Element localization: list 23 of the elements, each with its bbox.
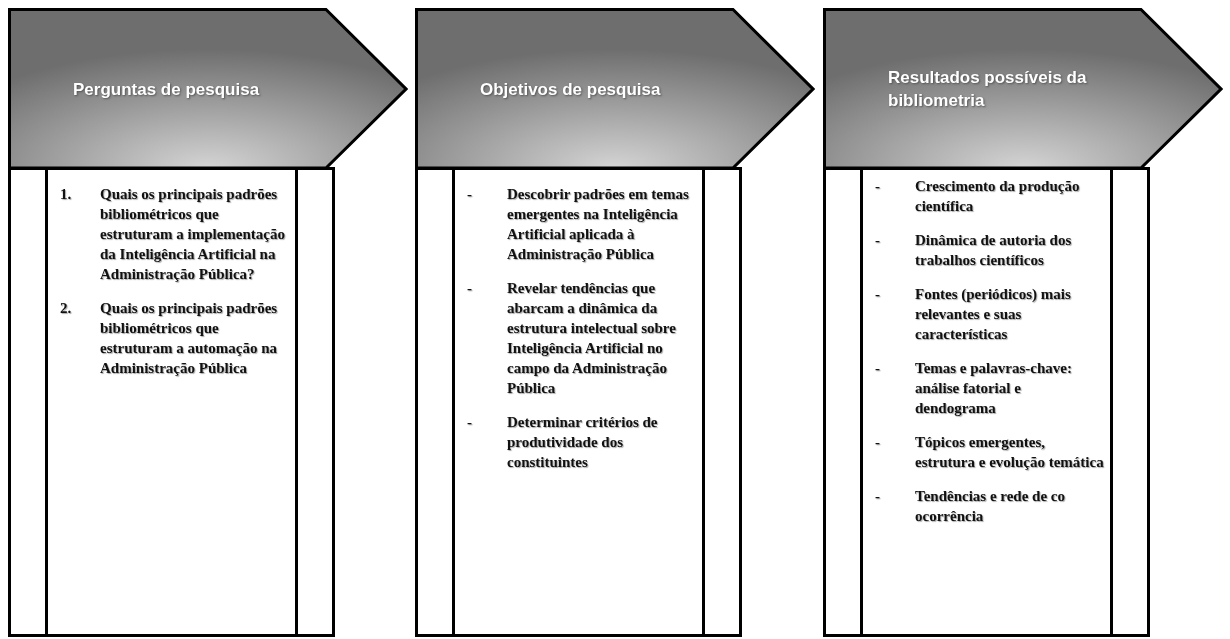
list-item: - Crescimento da produção científica bbox=[875, 177, 1081, 216]
table-cell bbox=[295, 167, 335, 637]
table-cell bbox=[823, 167, 863, 637]
table-cell bbox=[860, 167, 1113, 637]
header-title: Resultados possíveis da bibliometria bbox=[888, 67, 1088, 112]
list-item: - Determinar critérios de produtividade dos constituintes bbox=[467, 413, 659, 472]
list-item: - Revelar tendências que abarcam a dinâmica da estrutura intelectual sobre Inteligência Artificial no campo da Administração Pública bbox=[467, 279, 677, 398]
table-cell bbox=[702, 167, 742, 637]
header-title: Perguntas de pesquisa bbox=[73, 78, 261, 101]
list-item: - Tendências e rede de co ocorrência bbox=[875, 487, 1066, 526]
list-item: 2. Quais os principais padrões bibliométricos que estruturam a automação na Administração Pública bbox=[60, 299, 279, 378]
table-cell bbox=[415, 167, 455, 637]
list-item: - Dinâmica de autoria dos trabalhos científicos bbox=[875, 231, 1073, 270]
table-cell bbox=[1110, 167, 1150, 637]
header-title: Objetivos de pesquisa bbox=[480, 78, 662, 101]
table-cell bbox=[452, 167, 705, 637]
list-item: 1. Quais os principais padrões bibliométricos que estruturam a implementação da Inteligência Artificial na Administração Pública? bbox=[60, 185, 286, 284]
table-cell bbox=[45, 167, 298, 637]
list-item: - Descobrir padrões em temas emergentes na Inteligência Artificial aplicada à Administração Pública bbox=[467, 185, 690, 264]
list-item: - Fontes (periódicos) mais relevantes e suas características bbox=[875, 285, 1072, 344]
list-item: - Tópicos emergentes, estrutura e evolução temática bbox=[875, 433, 1104, 472]
table-cell bbox=[8, 167, 48, 637]
list-item: - Temas e palavras-chave: análise fatorial e dendograma bbox=[875, 359, 1073, 418]
